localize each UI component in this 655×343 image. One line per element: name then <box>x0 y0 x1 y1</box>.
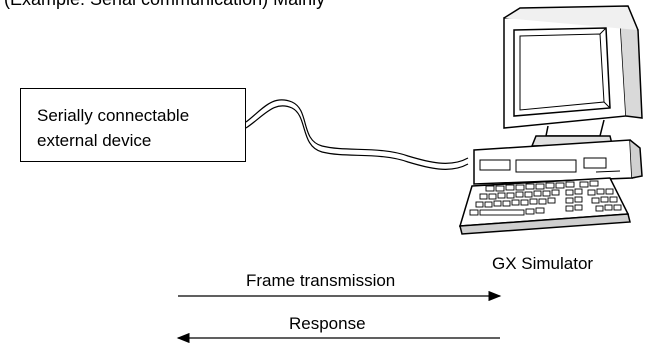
external-device-box: Serially connectable external device <box>20 88 246 162</box>
base-unit <box>473 139 643 185</box>
device-label-line1: Serially connectable <box>37 106 190 125</box>
header-cut-text: (Example: Serial communication) Mainly <box>4 0 325 10</box>
serial-cable <box>245 99 469 170</box>
response-label: Response <box>289 314 366 333</box>
device-label-line2: external device <box>37 131 152 150</box>
computer-illustration <box>458 5 643 235</box>
frame-transmission-label: Frame transmission <box>246 271 396 290</box>
keyboard <box>458 177 631 235</box>
monitor <box>503 5 643 147</box>
gx-simulator-label: GX Simulator <box>492 254 594 273</box>
